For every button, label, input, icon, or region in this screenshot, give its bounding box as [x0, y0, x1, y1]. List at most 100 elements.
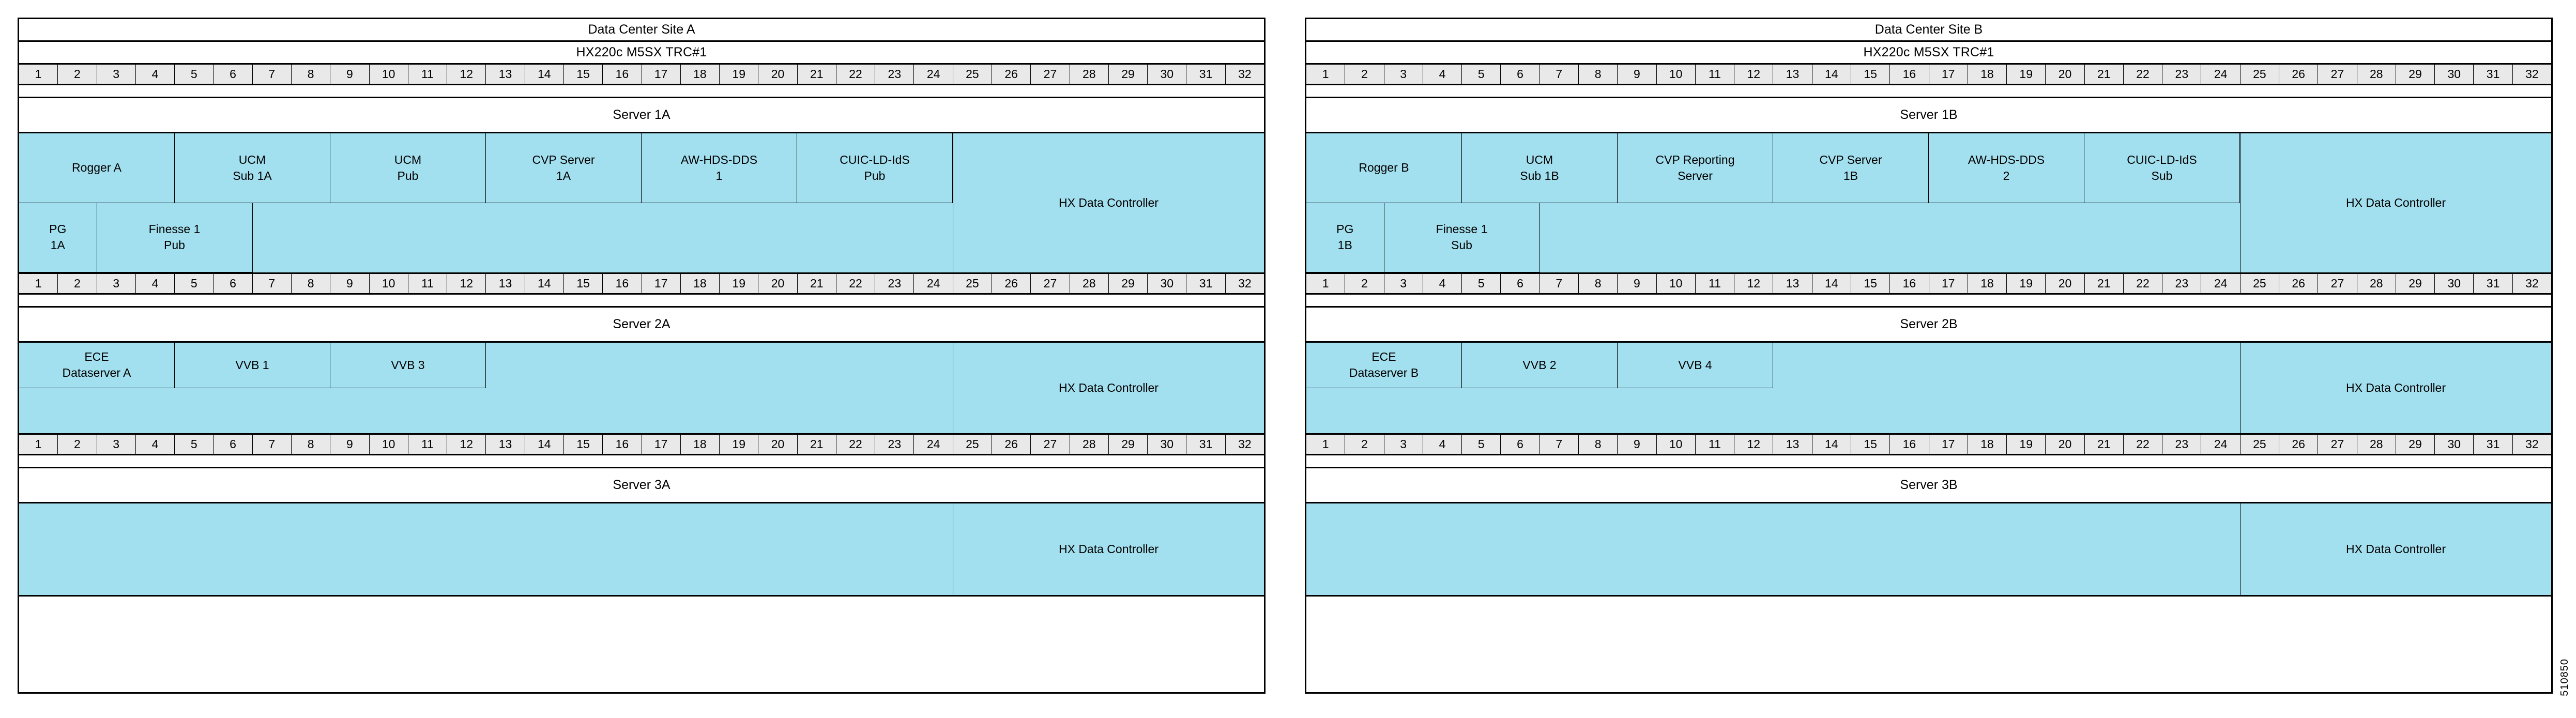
- slot-16[interactable]: 16: [1890, 274, 1929, 293]
- slot-30[interactable]: 30: [2435, 274, 2474, 293]
- slot-17[interactable]: 17: [1929, 435, 1968, 454]
- slot-32[interactable]: 32: [1225, 435, 1264, 454]
- slot-23[interactable]: 23: [875, 435, 914, 454]
- slot-2[interactable]: 2: [58, 435, 97, 454]
- slot-11[interactable]: 11: [1695, 435, 1735, 454]
- slot-21[interactable]: 21: [797, 435, 836, 454]
- slot-10[interactable]: 10: [369, 435, 408, 454]
- slot-13[interactable]: 13: [1773, 274, 1812, 293]
- slot-1[interactable]: 1: [1306, 274, 1346, 293]
- slot-10[interactable]: 10: [1656, 274, 1696, 293]
- slot-2[interactable]: 2: [1345, 274, 1384, 293]
- slot-26[interactable]: 26: [992, 435, 1031, 454]
- slot-2[interactable]: 2: [58, 274, 97, 293]
- slot-32[interactable]: 32: [1225, 65, 1264, 84]
- hx-data-controller-block[interactable]: HX Data Controller: [953, 343, 1264, 433]
- slot-14[interactable]: 14: [525, 65, 564, 84]
- slot-3[interactable]: 3: [97, 274, 136, 293]
- slot-13[interactable]: 13: [486, 274, 525, 293]
- slot-9[interactable]: 9: [1618, 435, 1657, 454]
- slot-24[interactable]: 24: [2201, 65, 2240, 84]
- slot-14[interactable]: 14: [1812, 435, 1851, 454]
- slot-19[interactable]: 19: [2007, 274, 2046, 293]
- slot-30[interactable]: 30: [2435, 435, 2474, 454]
- slot-15[interactable]: 15: [1851, 274, 1891, 293]
- slot-26[interactable]: 26: [992, 274, 1031, 293]
- slot-28[interactable]: 28: [2357, 274, 2396, 293]
- slot-29[interactable]: 29: [2396, 65, 2435, 84]
- slot-22[interactable]: 22: [836, 435, 876, 454]
- slot-7[interactable]: 7: [252, 435, 292, 454]
- slot-31[interactable]: 31: [2474, 65, 2513, 84]
- slot-24[interactable]: 24: [914, 435, 953, 454]
- slot-10[interactable]: 10: [369, 274, 408, 293]
- hx-data-controller-block[interactable]: HX Data Controller: [2240, 503, 2551, 595]
- slot-5[interactable]: 5: [175, 274, 214, 293]
- slot-27[interactable]: 27: [1031, 65, 1070, 84]
- slot-9[interactable]: 9: [330, 65, 370, 84]
- slot-8[interactable]: 8: [291, 435, 331, 454]
- slot-17[interactable]: 17: [642, 65, 681, 84]
- slot-20[interactable]: 20: [758, 65, 798, 84]
- slot-8[interactable]: 8: [291, 65, 331, 84]
- slot-16[interactable]: 16: [1890, 435, 1929, 454]
- slot-29[interactable]: 29: [1108, 435, 1148, 454]
- slot-1[interactable]: 1: [1306, 435, 1346, 454]
- slot-16[interactable]: 16: [603, 274, 642, 293]
- slot-13[interactable]: 13: [486, 435, 525, 454]
- slot-4[interactable]: 4: [135, 65, 175, 84]
- slot-5[interactable]: 5: [175, 65, 214, 84]
- slot-1[interactable]: 1: [1306, 65, 1346, 84]
- slot-19[interactable]: 19: [720, 435, 759, 454]
- slot-27[interactable]: 27: [2318, 274, 2357, 293]
- slot-15[interactable]: 15: [1851, 435, 1891, 454]
- slot-16[interactable]: 16: [603, 65, 642, 84]
- slot-25[interactable]: 25: [953, 65, 993, 84]
- slot-4[interactable]: 4: [135, 274, 175, 293]
- slot-19[interactable]: 19: [2007, 65, 2046, 84]
- slot-24[interactable]: 24: [2201, 274, 2240, 293]
- slot-14[interactable]: 14: [525, 274, 564, 293]
- slot-8[interactable]: 8: [1578, 435, 1618, 454]
- slot-2[interactable]: 2: [1345, 65, 1384, 84]
- slot-32[interactable]: 32: [2512, 65, 2551, 84]
- slot-25[interactable]: 25: [953, 435, 993, 454]
- slot-18[interactable]: 18: [1968, 435, 2007, 454]
- slot-6[interactable]: 6: [214, 435, 253, 454]
- slot-21[interactable]: 21: [2084, 435, 2124, 454]
- slot-11[interactable]: 11: [408, 65, 448, 84]
- slot-4[interactable]: 4: [1423, 65, 1462, 84]
- slot-12[interactable]: 12: [1734, 435, 1774, 454]
- slot-29[interactable]: 29: [2396, 274, 2435, 293]
- slot-3[interactable]: 3: [1384, 435, 1423, 454]
- slot-11[interactable]: 11: [408, 435, 448, 454]
- slot-30[interactable]: 30: [2435, 65, 2474, 84]
- slot-22[interactable]: 22: [2123, 435, 2163, 454]
- slot-27[interactable]: 27: [2318, 65, 2357, 84]
- hx-data-controller-block[interactable]: HX Data Controller: [953, 133, 1264, 272]
- slot-8[interactable]: 8: [291, 274, 331, 293]
- slot-22[interactable]: 22: [836, 274, 876, 293]
- slot-30[interactable]: 30: [1148, 435, 1187, 454]
- slot-10[interactable]: 10: [1656, 435, 1696, 454]
- slot-17[interactable]: 17: [642, 435, 681, 454]
- slot-28[interactable]: 28: [1070, 65, 1109, 84]
- slot-15[interactable]: 15: [563, 274, 603, 293]
- slot-9[interactable]: 9: [1618, 65, 1657, 84]
- slot-31[interactable]: 31: [1186, 274, 1226, 293]
- slot-1[interactable]: 1: [19, 435, 58, 454]
- slot-12[interactable]: 12: [447, 274, 486, 293]
- slot-13[interactable]: 13: [1773, 435, 1812, 454]
- slot-24[interactable]: 24: [914, 274, 953, 293]
- slot-5[interactable]: 5: [1462, 65, 1501, 84]
- slot-11[interactable]: 11: [408, 274, 448, 293]
